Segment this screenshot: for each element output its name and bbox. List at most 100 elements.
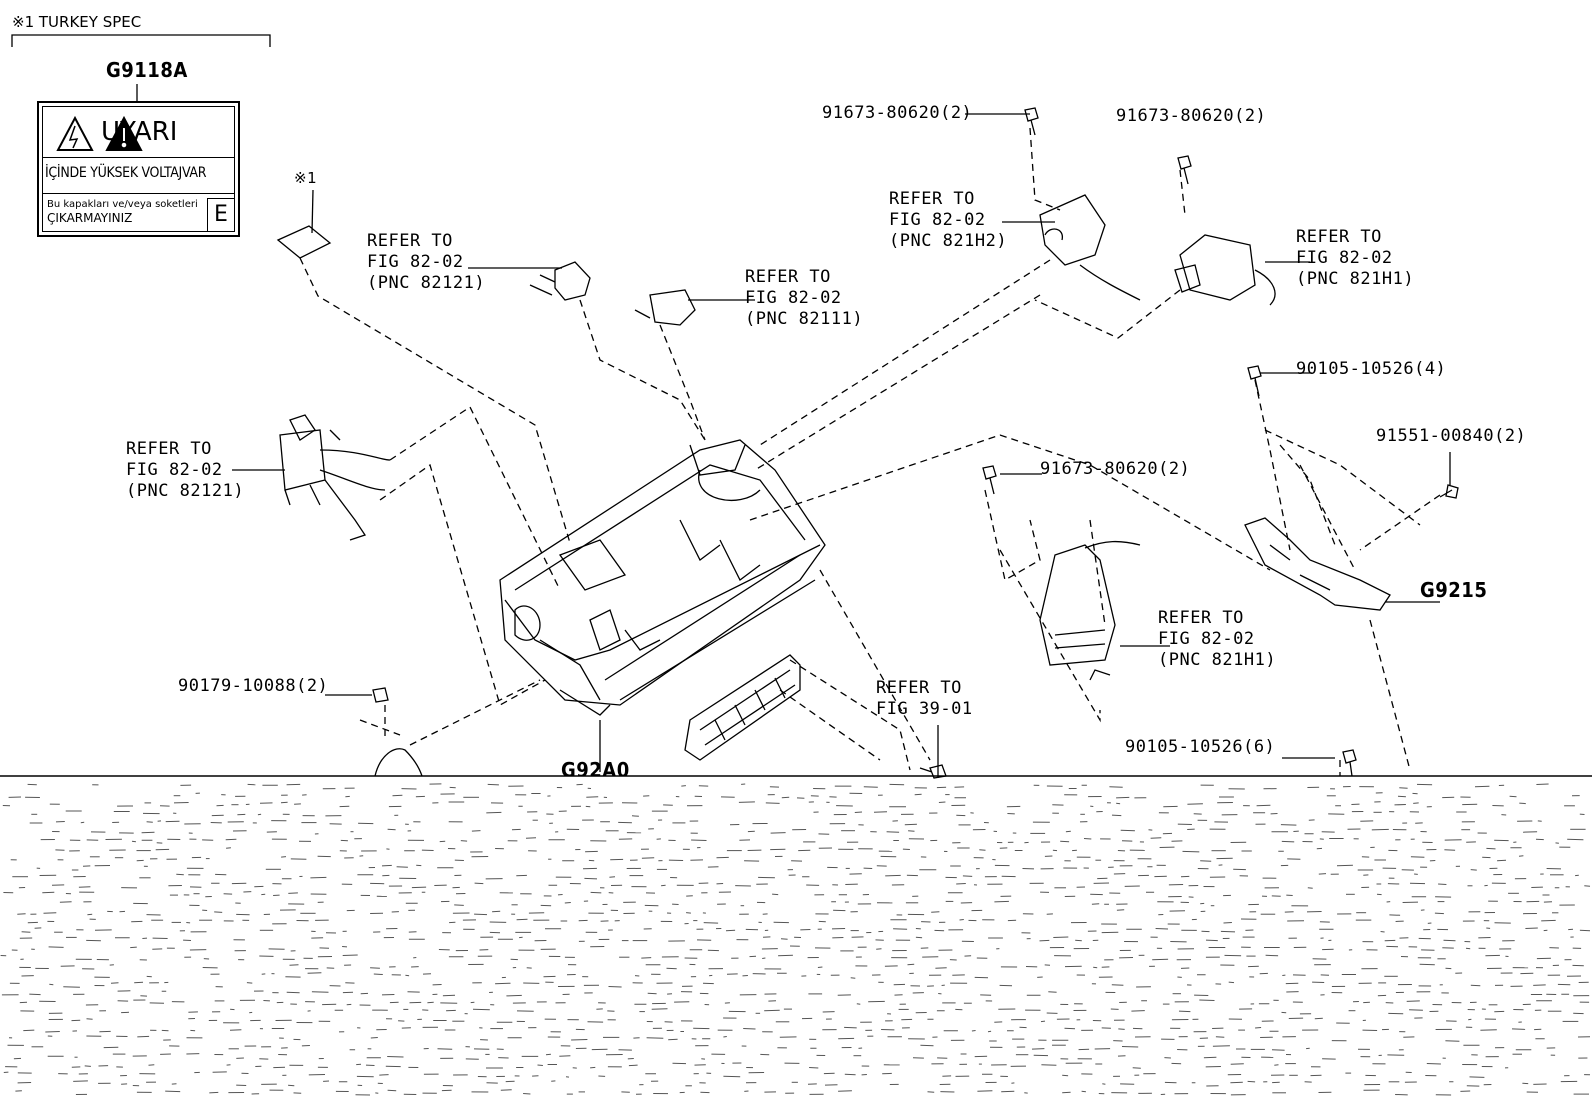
noise-mark (1371, 828, 1389, 831)
noise-mark (43, 912, 57, 914)
noise-mark (495, 982, 511, 985)
noise-mark (1116, 796, 1130, 799)
noise-mark (1060, 840, 1070, 843)
noise-mark (668, 1038, 678, 1041)
noise-mark (590, 891, 602, 894)
spec-note: ※1 TURKEY SPEC (12, 13, 142, 31)
connector-82121-top (529, 261, 591, 301)
noise-mark (405, 974, 410, 977)
noise-mark (691, 839, 707, 841)
callout-nut-left: 90179-10088(2) (178, 676, 329, 696)
noise-mark (863, 786, 878, 788)
high-voltage-icon (56, 115, 94, 151)
noise-mark (1271, 1049, 1285, 1051)
noise-mark (1443, 939, 1456, 942)
noise-mark (286, 991, 300, 994)
noise-mark (854, 811, 863, 813)
noise-mark (1434, 912, 1444, 915)
noise-mark (908, 830, 915, 832)
noise-mark (1031, 1048, 1045, 1050)
noise-mark (1041, 1064, 1057, 1066)
noise-mark (311, 991, 329, 993)
noise-mark (370, 1037, 378, 1039)
noise-mark (590, 1066, 596, 1069)
noise-mark (661, 884, 666, 887)
noise-mark (1187, 803, 1203, 805)
noise-mark (1255, 1027, 1262, 1029)
noise-mark (1567, 838, 1584, 841)
noise-mark (281, 856, 287, 858)
warning-code: E (207, 198, 234, 231)
noise-mark (608, 986, 622, 988)
noise-mark (1470, 984, 1481, 987)
noise-mark (666, 967, 677, 970)
noise-mark (962, 875, 973, 877)
noise-mark (1048, 991, 1057, 993)
noise-mark (1203, 1056, 1217, 1059)
connector-821H2 (1039, 194, 1141, 301)
spec-bracket (11, 34, 271, 47)
warning-line-1: İÇİNDE YÜKSEK VOLTAJVAR (45, 165, 207, 181)
noise-mark (246, 982, 253, 984)
noise-mark (45, 1031, 60, 1033)
noise-mark (454, 904, 464, 906)
noise-mark (738, 801, 755, 803)
noise-mark (21, 931, 31, 933)
noise-mark (1199, 999, 1215, 1001)
noise-mark (1419, 963, 1435, 966)
noise-mark (59, 901, 72, 903)
noise-mark (1444, 849, 1456, 851)
noise-mark (487, 783, 499, 786)
noise-mark (856, 1003, 861, 1005)
noise-mark (137, 1035, 150, 1038)
noise-mark (651, 1008, 668, 1010)
noise-mark (907, 963, 915, 966)
noise-mark (1274, 1064, 1279, 1066)
noise-mark (1533, 984, 1546, 986)
noise-mark (1205, 939, 1218, 942)
lower-left-part (374, 748, 423, 777)
noise-mark (1062, 1091, 1071, 1094)
noise-mark (49, 983, 54, 986)
noise-mark (506, 994, 522, 997)
noise-mark (1093, 966, 1098, 969)
noise-mark (1445, 1040, 1460, 1042)
noise-mark (584, 877, 598, 880)
noise-mark (1230, 1063, 1244, 1065)
noise-mark (1486, 847, 1496, 850)
noise-mark (1509, 795, 1517, 798)
noise-mark (1584, 885, 1591, 887)
left-harness (279, 414, 391, 541)
sticker-shape (276, 225, 332, 259)
callout-part-g92a0: G92A0 (561, 760, 630, 776)
noise-mark (1470, 869, 1477, 871)
noise-mark (29, 993, 41, 996)
noise-mark (646, 1037, 664, 1039)
noise-mark (1118, 1028, 1125, 1030)
noise-mark (209, 1091, 219, 1094)
noise-mark (373, 973, 383, 975)
noise-mark (817, 966, 823, 968)
noise-mark (1413, 802, 1419, 804)
noise-mark (723, 1036, 727, 1038)
noise-mark (1336, 864, 1353, 867)
bracket-g9215 (1244, 517, 1391, 611)
noise-mark (288, 1084, 295, 1087)
noise-mark (257, 813, 262, 816)
warning-line-3: ÇIKARMAYINIZ (47, 211, 133, 225)
noise-mark (1536, 783, 1549, 785)
noise-mark (1102, 1083, 1106, 1085)
noise-mark (723, 1075, 741, 1078)
noise-mark (1469, 1076, 1485, 1078)
noise-mark (130, 946, 137, 949)
noise-mark (1062, 1074, 1069, 1077)
noise-mark (1111, 984, 1124, 986)
connector-821H1-mid (1039, 540, 1141, 681)
callout-bolt-right-upper: 90105-10526(4) (1296, 359, 1447, 379)
noise-mark (931, 911, 940, 913)
